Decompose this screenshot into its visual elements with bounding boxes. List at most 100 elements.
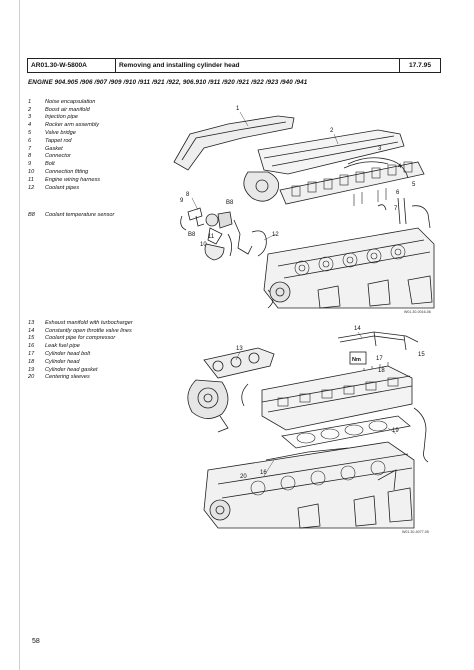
page-edge (19, 0, 20, 670)
legend-num: 13 (28, 319, 35, 326)
callout-9: 9 (180, 198, 184, 204)
callout-3: 3 (378, 146, 382, 152)
engine-line: ENGINE 904.905 /906 /907 /909 /910 /911 … (28, 79, 308, 86)
legend-item: 16 Leak fuel pipe (28, 342, 133, 350)
legend-label: Bolt (45, 161, 55, 168)
callout-11: 11 (208, 234, 215, 240)
callout-5: 5 (412, 182, 416, 188)
legend-label: Coolant pipe for compressor (45, 335, 116, 342)
figure-top-exploded-view: 1 2 3 4 5 6 7 8 9 10 11 12 B8 B8 W01.30-… (168, 94, 444, 316)
legend-num: B8 (28, 211, 35, 218)
legend-num: 6 (28, 137, 32, 144)
doc-code: AR01.30-W-5800A (28, 59, 116, 72)
legend-num: 12 (28, 184, 35, 191)
legend-item: 14 Constantly open throttle valve lines (28, 327, 133, 335)
callout-b8-upper: B8 (226, 200, 234, 206)
legend-label: Coolant pipes (45, 184, 80, 191)
legend-label: Tappet rod (45, 137, 72, 144)
legend-num: 5 (28, 130, 32, 137)
page-title: Removing and installing cylinder head (116, 59, 400, 72)
legend-num: 19 (28, 366, 35, 373)
legend-item: 20 Centering sleeves (28, 374, 133, 382)
callout-17: 17 (376, 356, 383, 362)
legend-num: 9 (28, 161, 32, 168)
legend-num: 16 (28, 343, 35, 350)
legend-label: Cylinder head bolt (45, 351, 91, 358)
legend-item: 5 Valve bridge (28, 129, 100, 137)
legend-num: 14 (28, 327, 35, 334)
legend-item: 12 Coolant pipes (28, 184, 100, 192)
legend-label: Rocker arm assembly (45, 122, 100, 129)
callout-b8-lower: B8 (188, 232, 196, 238)
legend-item: 9 Bolt (28, 160, 100, 168)
figure-bottom-code: W01.30-4077-05 (402, 530, 429, 534)
figure-top-drawing: 1 2 3 4 5 6 7 8 9 10 11 12 B8 B8 W01.30-… (173, 106, 435, 314)
legend-item: 17 Cylinder head bolt (28, 350, 133, 358)
page-number: 58 (32, 638, 40, 645)
legend-label: Valve bridge (45, 130, 76, 137)
legend-item: 1 Noise encapsulation (28, 98, 100, 106)
callout-1: 1 (236, 106, 240, 112)
legend-item: 4 Rocker arm assembly (28, 121, 100, 129)
figure-bottom-drawing: 13 14 15 16 17 18 19 20 Nm W01.30-4077-0… (187, 326, 429, 534)
legend-num: 3 (28, 114, 32, 121)
legend-num: 8 (28, 153, 32, 160)
callout-18: 18 (378, 368, 385, 374)
legend-num: 10 (28, 169, 35, 176)
legend-label: Cylinder head gasket (45, 366, 98, 373)
callout-10: 10 (200, 242, 207, 248)
legend-label: Exhaust manifold with turbocharger (45, 319, 133, 326)
legend-item: 19 Cylinder head gasket (28, 366, 133, 374)
legend-num: 20 (28, 374, 35, 381)
legend-item: 10 Connection fitting (28, 168, 100, 176)
legend-label: Noise encapsulation (45, 98, 96, 105)
legend-label: Injection pipe (45, 114, 78, 121)
legend-num: 4 (28, 122, 32, 129)
callout-8: 8 (186, 192, 190, 198)
legend-label: Leak fuel pipe (45, 343, 80, 350)
figure-bottom-exploded-view: 13 14 15 16 17 18 19 20 Nm W01.30-4077-0… (178, 320, 446, 536)
callout-6: 6 (396, 190, 400, 196)
callout-20: 20 (240, 474, 247, 480)
legend-item: B8 Coolant temperature sensor (28, 211, 114, 219)
figure-top-code: W01.30-0016-06 (404, 310, 431, 314)
legend-label: Connector (45, 153, 71, 160)
callout-16: 16 (260, 470, 267, 476)
legend-item: 6 Tappet rod (28, 137, 100, 145)
legend-label: Coolant temperature sensor (45, 211, 115, 218)
legend-item: 2 Boost air manifold (28, 106, 100, 114)
legend-num: 1 (28, 98, 32, 105)
callout-2: 2 (330, 128, 334, 134)
legend-label: Centering sleeves (45, 374, 90, 381)
legend-num: 17 (28, 351, 35, 358)
legend-label: Constantly open throttle valve lines (45, 327, 132, 334)
legend-item: 15 Coolant pipe for compressor (28, 335, 133, 343)
callout-13: 13 (236, 346, 243, 352)
callout-7: 7 (394, 206, 398, 212)
legend-label: Cylinder head (45, 358, 80, 365)
legend-label: Gasket (45, 145, 63, 152)
torque-nm-marker: Nm (352, 357, 361, 363)
callout-15: 15 (418, 352, 425, 358)
legend-item: 8 Connector (28, 153, 100, 161)
header-table: AR01.30-W-5800A Removing and installing … (27, 58, 441, 73)
legend-num: 11 (28, 176, 34, 183)
legend-b8: B8 Coolant temperature sensor (28, 211, 114, 219)
legend-label: Boost air manifold (45, 106, 90, 113)
callout-12: 12 (272, 232, 279, 238)
callout-14: 14 (354, 326, 361, 332)
legend-item: 7 Gasket (28, 145, 100, 153)
legend-item: 3 Injection pipe (28, 114, 100, 122)
legend-label: Connection fitting (45, 169, 89, 176)
legend-num: 2 (28, 106, 32, 113)
legend-num: 7 (28, 145, 32, 152)
doc-date: 17.7.95 (409, 62, 431, 69)
legend-item: 11 Engine wiring harness (28, 176, 100, 184)
callout-19: 19 (392, 428, 399, 434)
legend-num: 15 (28, 335, 35, 342)
legend-item: 13 Exhaust manifold with turbocharger (28, 319, 133, 327)
legend-label: Engine wiring harness (45, 176, 101, 183)
